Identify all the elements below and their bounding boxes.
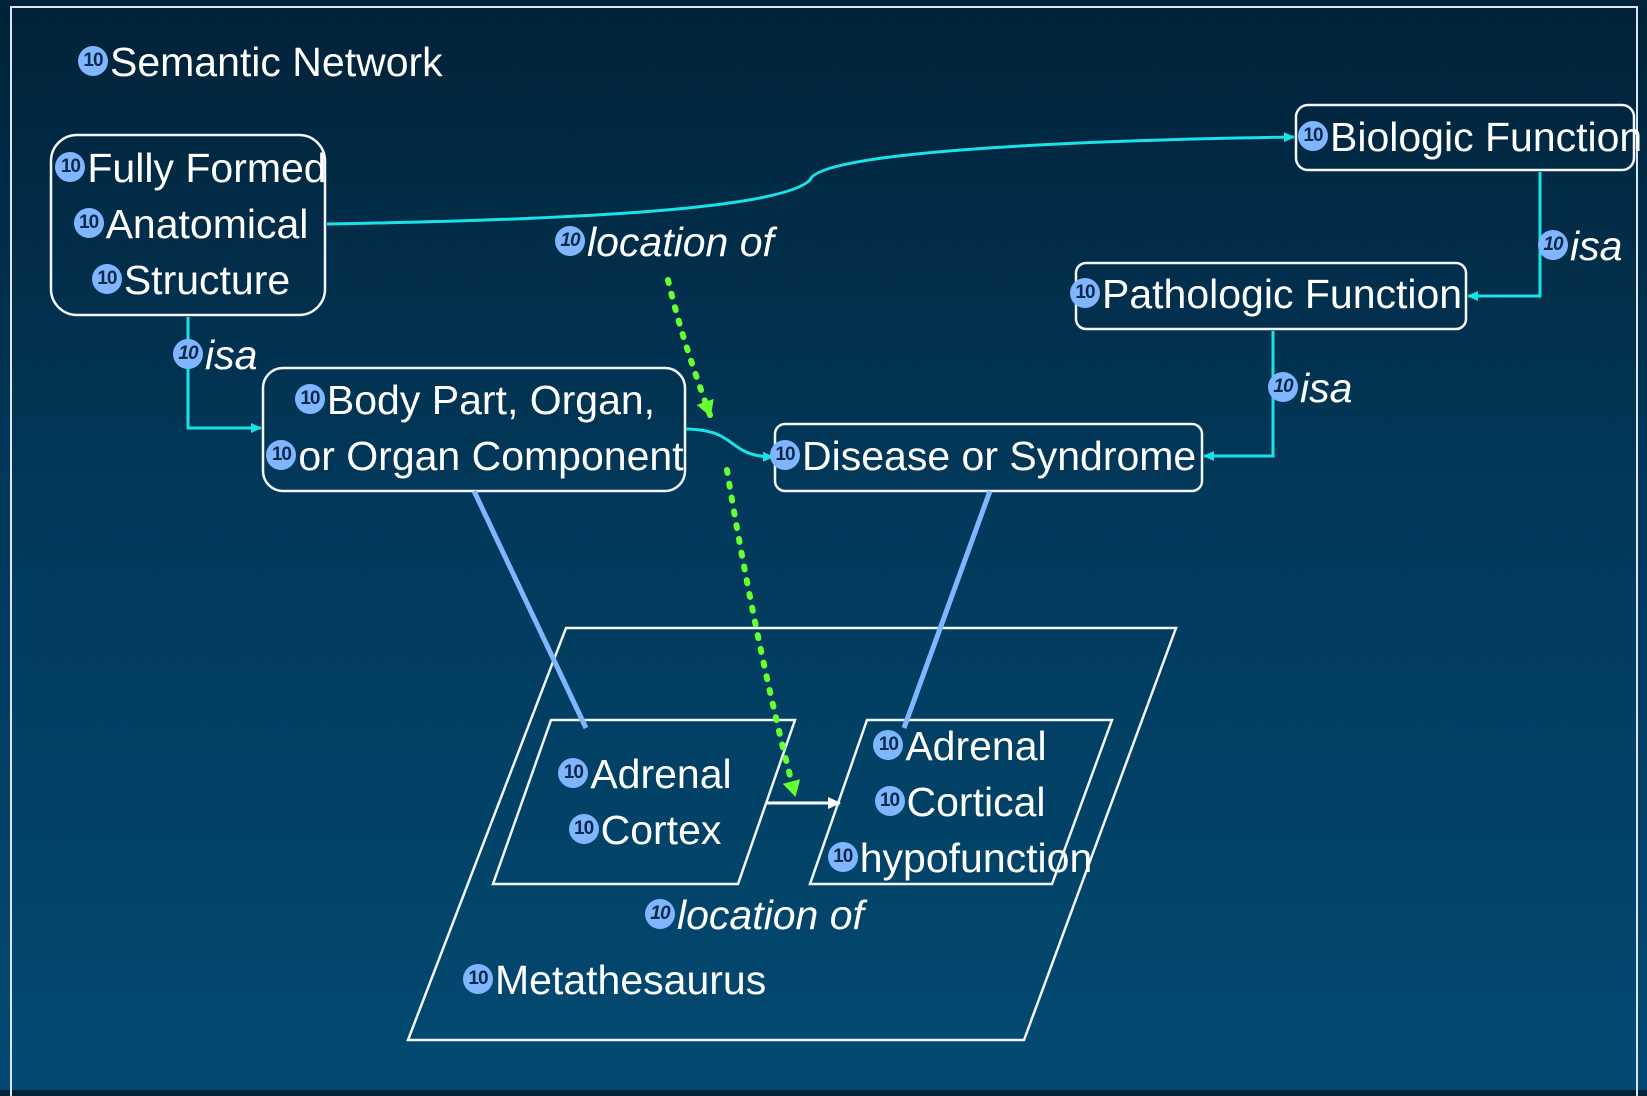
bullet-icon: 10 <box>645 899 675 930</box>
bullet-icon: 10 <box>1070 278 1100 309</box>
bullet-icon: 10 <box>1268 372 1298 403</box>
bullet-icon: 10 <box>266 440 297 471</box>
isa-edge-right-top <box>1467 172 1542 301</box>
bullet-icon: 10 <box>294 384 325 415</box>
location-of-edge-top <box>326 132 1295 226</box>
green-dotted-arrow-top <box>665 277 714 418</box>
bullet-icon: 10 <box>558 758 589 789</box>
bullet-icon: 10 <box>73 208 104 239</box>
fully-formed-box <box>49 133 327 317</box>
isa-edge-right-mid <box>1203 331 1275 461</box>
bullet-icon: 10 <box>1298 121 1328 152</box>
adrenal-cortex-box <box>491 718 797 886</box>
adrenal-hypofunction-box <box>808 718 1114 886</box>
metathesaurus-plane <box>406 626 1178 1042</box>
bullet-icon: 10 <box>874 786 905 817</box>
biologic-function-box <box>1294 103 1636 172</box>
bullet-icon: 10 <box>827 842 858 873</box>
bullet-icon: 10 <box>555 226 585 257</box>
mapping-line-body-to-cortex <box>471 489 589 730</box>
bullet-icon: 10 <box>173 339 203 370</box>
mapping-line-disease-to-hypo <box>901 490 993 729</box>
bullet-icon: 10 <box>568 814 599 845</box>
bullet-icon: 10 <box>770 440 800 471</box>
bullet-icon: 10 <box>873 730 904 761</box>
body-to-disease-edge <box>685 427 774 462</box>
bullet-icon: 10 <box>78 46 108 77</box>
bullet-icon: 10 <box>55 152 86 183</box>
bullet-icon: 10 <box>91 264 122 295</box>
green-dotted-arrow-bottom <box>724 467 801 798</box>
bullet-icon: 10 <box>1538 230 1568 261</box>
bullet-icon: 10 <box>463 964 493 995</box>
slide-frame <box>10 6 1638 1096</box>
